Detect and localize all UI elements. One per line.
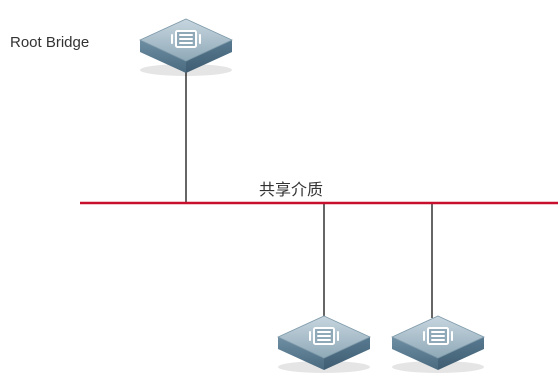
root-bridge-switch-icon bbox=[139, 18, 233, 77]
shared-medium-label: 共享介质 bbox=[259, 180, 324, 199]
root-bridge-label: Root Bridge bbox=[10, 34, 90, 51]
bridge-switch-icon-2 bbox=[391, 315, 485, 374]
bridge-switch-icon-1 bbox=[277, 315, 371, 374]
